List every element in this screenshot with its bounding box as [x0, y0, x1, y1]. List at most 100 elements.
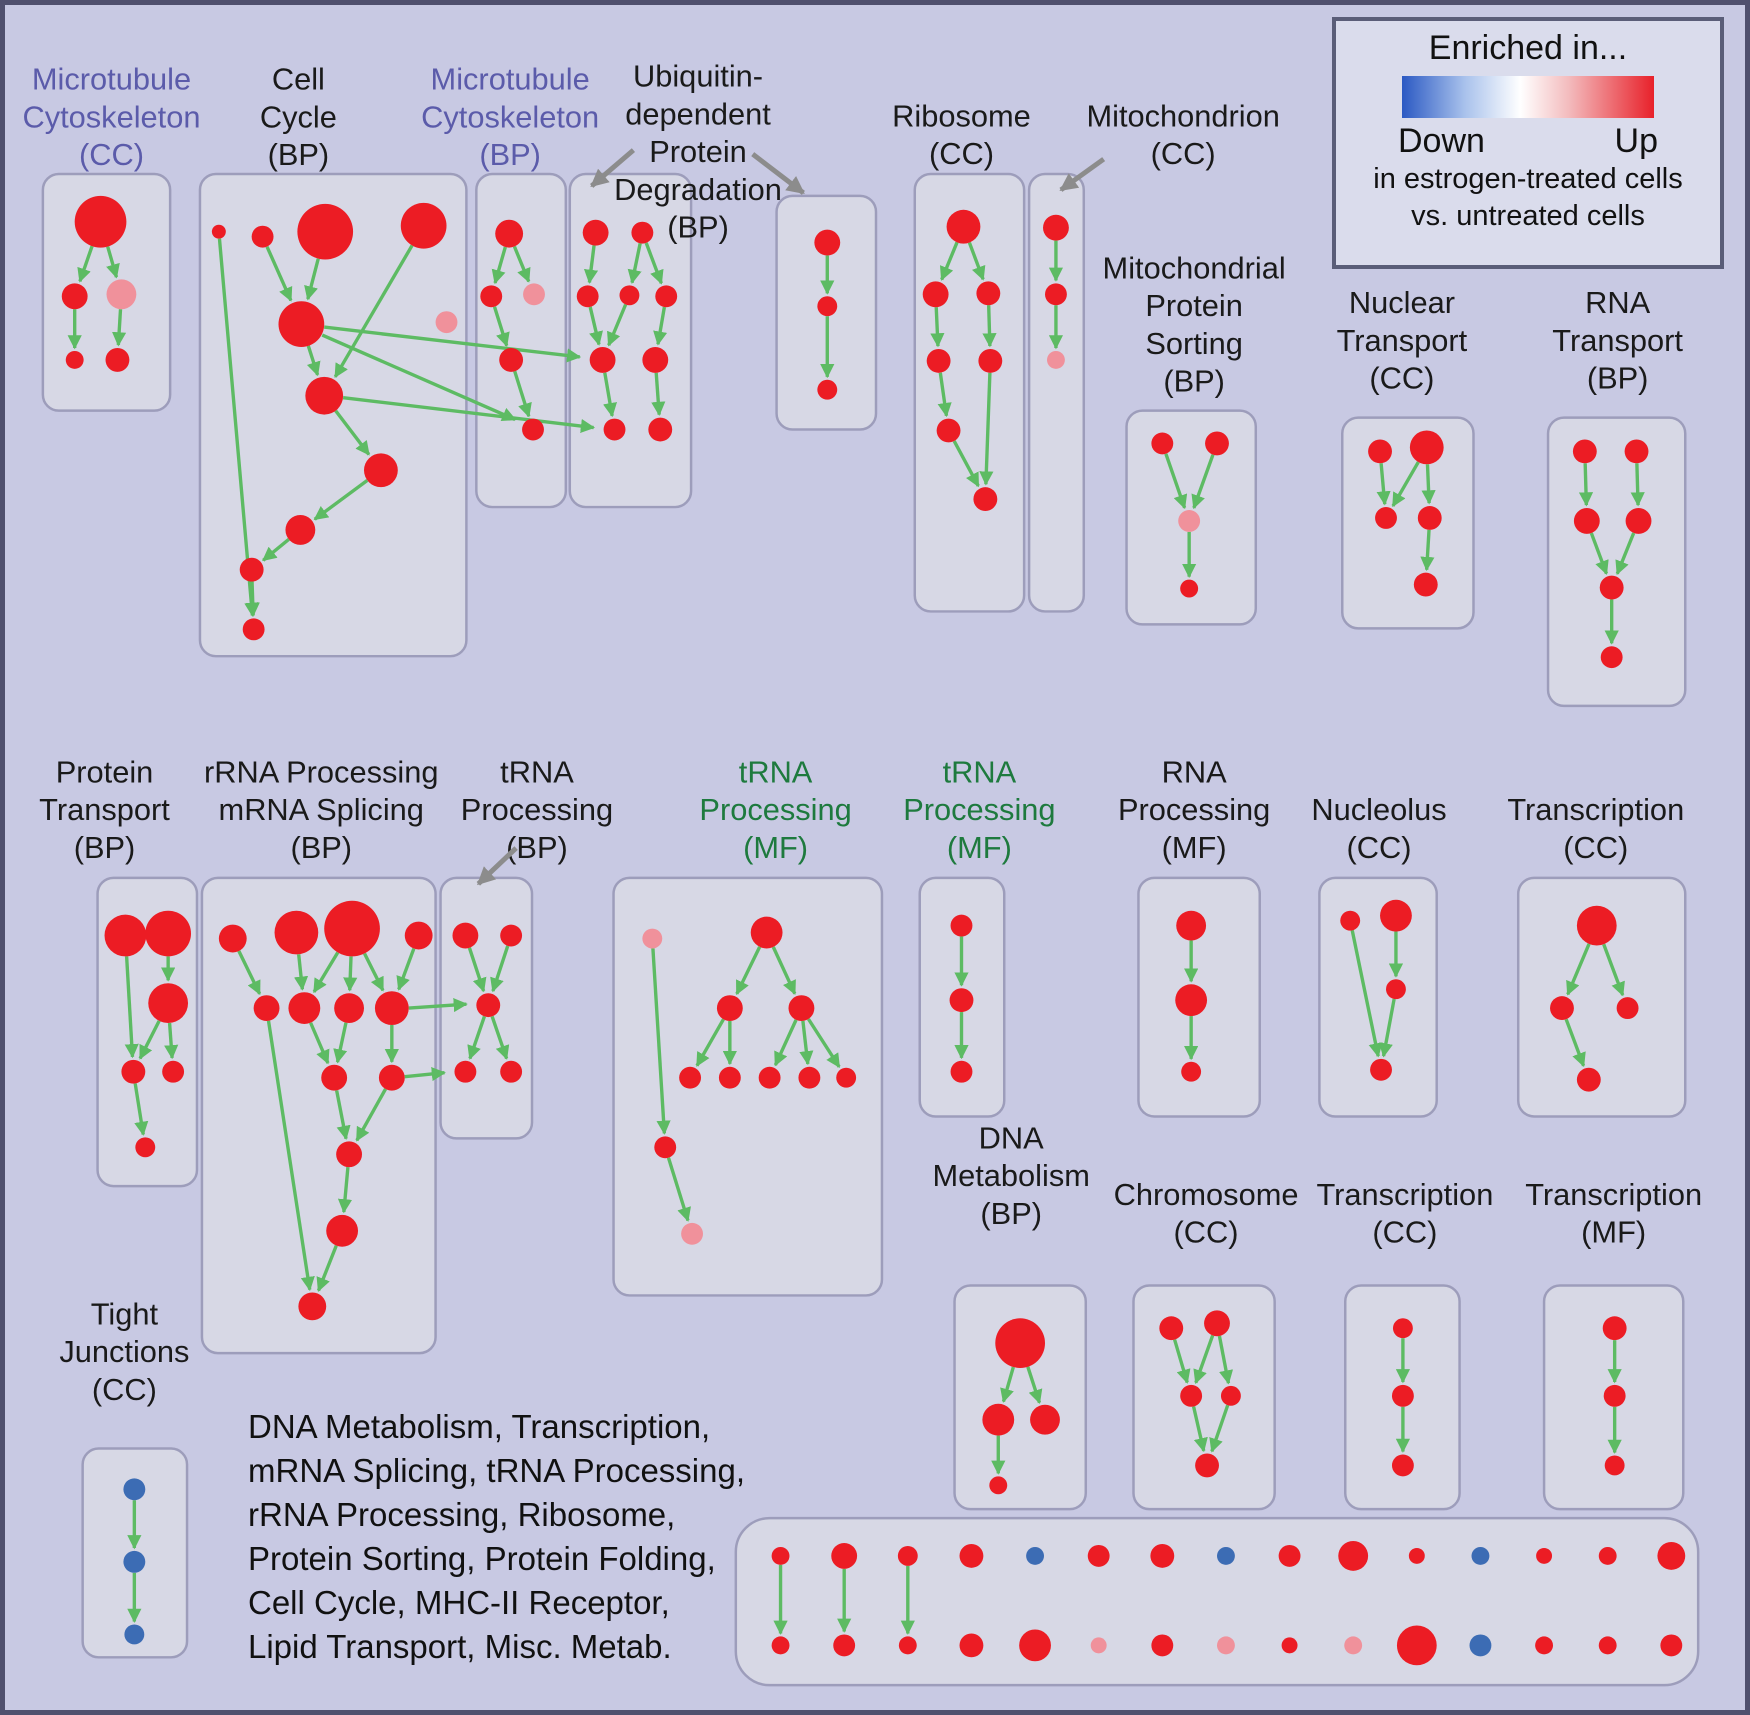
edge-arrow	[1000, 1366, 1015, 1403]
go-term-node	[135, 1137, 156, 1158]
go-term-node	[836, 1067, 857, 1088]
go-term-node	[1180, 1384, 1203, 1407]
go-term-node	[1603, 1384, 1626, 1407]
go-term-node	[378, 1064, 405, 1091]
cluster-box-chromosome-cc	[1132, 1284, 1276, 1511]
go-term-node	[582, 219, 609, 246]
go-term-node	[982, 1403, 1015, 1436]
legend-subtitle-line2: vs. untreated cells	[1411, 200, 1645, 232]
go-term-node	[1391, 1454, 1414, 1477]
go-term-node	[1344, 1636, 1363, 1655]
go-term-node	[771, 1546, 790, 1565]
go-term-node	[1090, 1637, 1107, 1654]
edge-arrow	[651, 948, 671, 1135]
cluster-box-rrna-processing-mrna-splicing-bp	[200, 876, 437, 1355]
edge-arrow	[312, 951, 340, 994]
go-term-node	[631, 221, 654, 244]
go-term-node	[242, 618, 265, 641]
edge-arrow	[77, 245, 94, 283]
go-term-node	[1338, 1540, 1369, 1571]
go-term-node	[1175, 984, 1208, 1017]
go-term-node	[1178, 510, 1201, 532]
go-term-node	[1046, 350, 1065, 369]
edge-arrow	[1421, 464, 1436, 505]
go-term-node	[1396, 1625, 1437, 1666]
go-term-node	[603, 418, 626, 441]
go-term-node	[1408, 1547, 1425, 1564]
go-term-node	[798, 1066, 821, 1089]
go-term-node	[1624, 439, 1649, 464]
edge-arrow	[313, 478, 369, 521]
edge-arrow	[363, 952, 385, 992]
go-term-node	[1150, 1543, 1175, 1568]
go-term-node	[288, 992, 321, 1025]
edge-arrow	[799, 1020, 814, 1066]
edge-arrow	[316, 1244, 338, 1292]
go-term-node	[61, 283, 88, 310]
go-term-node	[104, 914, 147, 957]
go-term-node	[1043, 214, 1069, 241]
edge-arrow	[306, 345, 321, 377]
go-term-node	[1159, 1316, 1184, 1341]
edge-arrow	[334, 1090, 351, 1141]
go-term-node	[1370, 1058, 1392, 1081]
go-term-node	[1598, 1636, 1617, 1655]
go-term-node	[681, 1222, 704, 1245]
edge-arrow	[1191, 454, 1215, 510]
go-term-node	[1598, 1546, 1617, 1565]
edge-arrow	[1026, 1366, 1043, 1405]
edge-arrow	[513, 370, 532, 418]
go-term-node	[788, 995, 815, 1022]
go-term-node	[500, 924, 523, 947]
go-term-node	[1019, 1629, 1051, 1662]
go-term-node	[898, 1636, 917, 1655]
go-term-node	[1660, 1634, 1683, 1657]
go-term-node	[523, 283, 545, 306]
legend-title: Enriched in...	[1428, 29, 1628, 67]
go-term-node	[123, 1478, 146, 1501]
misc-description-line: Lipid Transport, Misc. Metab.	[248, 1628, 672, 1665]
go-term-node	[1625, 508, 1652, 534]
go-term-node	[926, 348, 951, 373]
go-term-node	[897, 1545, 918, 1566]
edge-arrow	[695, 1018, 725, 1067]
edge-arrow	[124, 956, 139, 1059]
go-term-node	[480, 285, 503, 308]
go-term-node	[950, 1060, 973, 1083]
go-term-node	[1572, 439, 1597, 464]
go-term-node	[124, 1624, 145, 1645]
edge-arrow	[1615, 532, 1636, 576]
edge-arrow	[237, 950, 262, 996]
edge-arrow	[266, 1020, 315, 1292]
go-term-node	[251, 225, 274, 248]
edge-arrow	[133, 1083, 149, 1136]
go-term-node	[274, 910, 319, 955]
go-term-node	[1368, 439, 1392, 464]
go-term-node	[218, 924, 247, 953]
go-term-node	[106, 279, 137, 310]
go-term-node	[326, 1214, 359, 1247]
cluster-box-trna-processing-mf	[612, 876, 884, 1297]
go-term-node	[1030, 1404, 1060, 1435]
go-term-node	[1216, 1546, 1235, 1565]
go-term-node	[239, 557, 264, 582]
go-term-node	[435, 311, 458, 334]
go-term-node	[1180, 579, 1199, 598]
edge-arrow	[952, 440, 980, 488]
go-term-node	[576, 285, 599, 308]
cluster-box-nuclear-transport-cc	[1341, 416, 1475, 630]
cluster-label-nucleolus-cc: Nucleolus(CC)	[1311, 792, 1446, 865]
edge-arrow	[337, 1166, 353, 1214]
go-term-node	[1281, 1637, 1298, 1654]
go-term-node	[716, 995, 743, 1022]
edge-arrow	[467, 1015, 486, 1060]
edge-arrow	[930, 307, 945, 348]
edge-arrow	[937, 372, 952, 418]
edge-arrow	[491, 246, 507, 285]
